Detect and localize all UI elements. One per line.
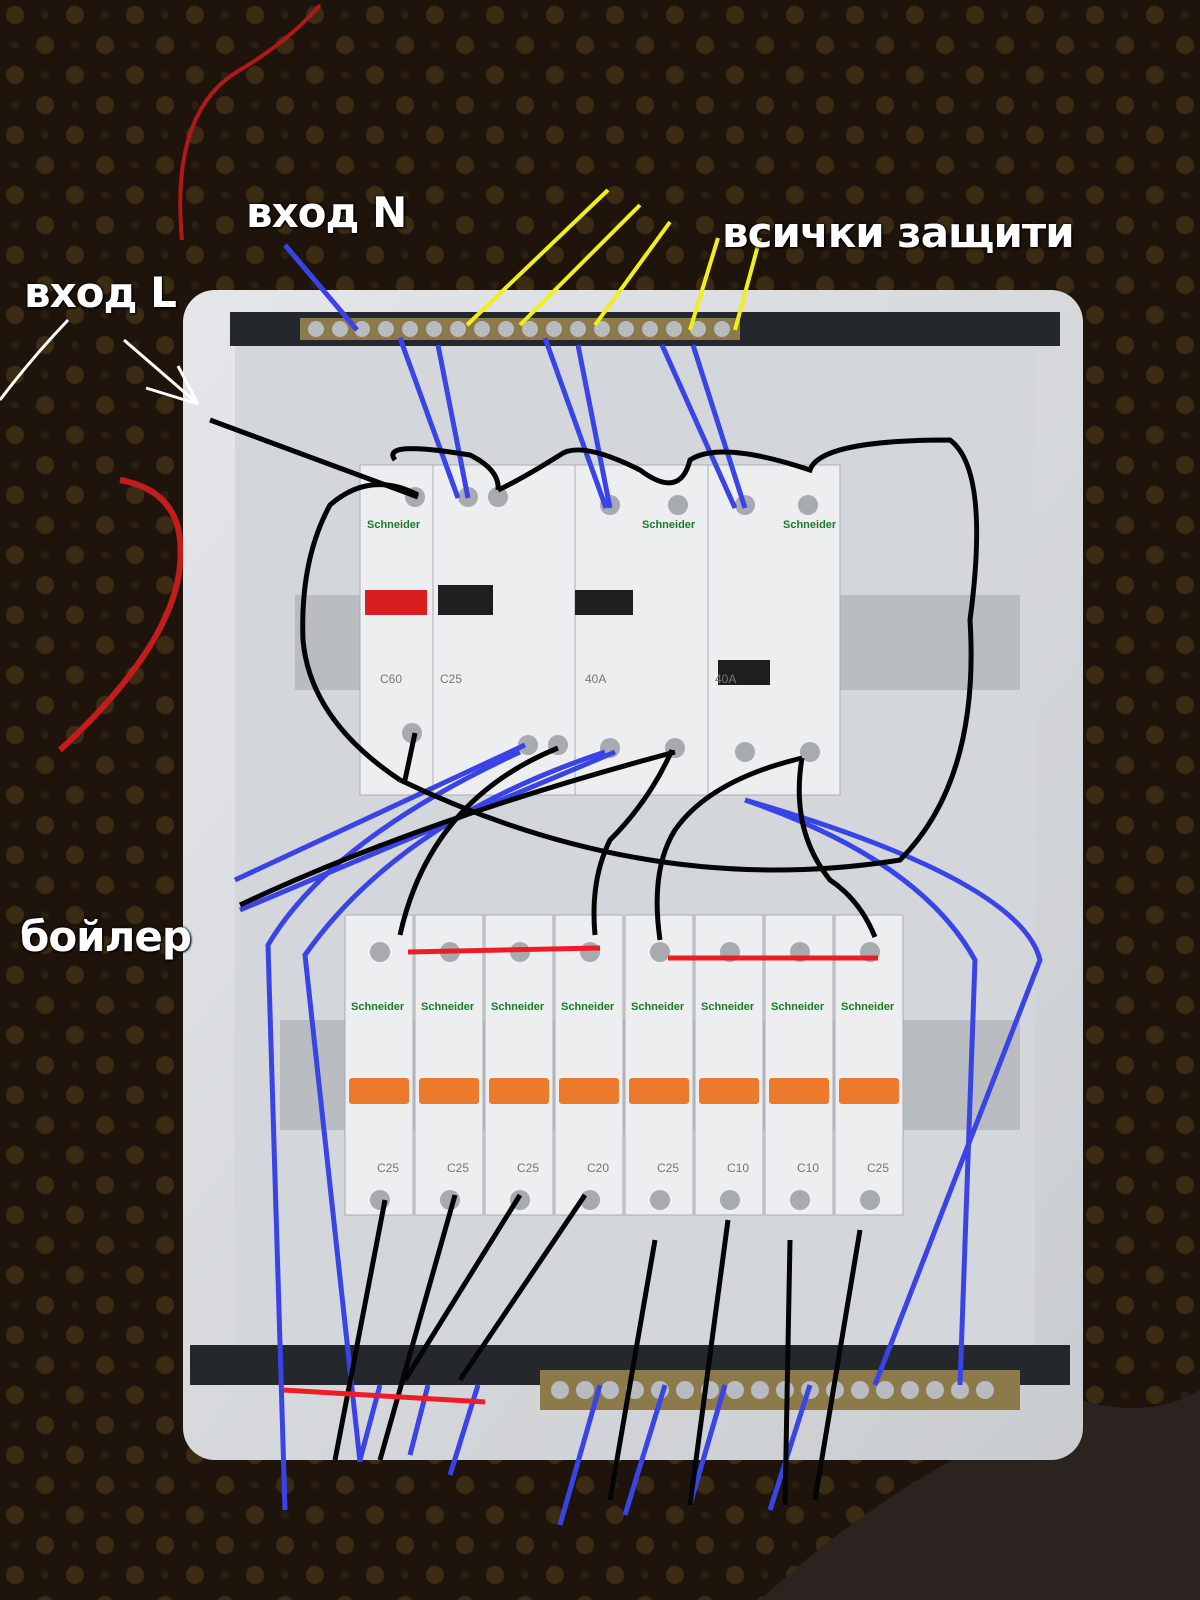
red-wire-top	[178, 3, 322, 241]
breaker-rating: C10	[727, 1161, 749, 1175]
breaker-rating: C10	[797, 1161, 819, 1175]
breaker-rating: C25	[867, 1161, 889, 1175]
breaker-brand: Schneider	[771, 1001, 825, 1013]
top-rating-4: 40A	[715, 672, 736, 686]
input-l-arrow	[0, 318, 200, 406]
red-wire-left	[57, 477, 184, 753]
neutral-wires	[233, 243, 1043, 1526]
breaker-brand: Schneider	[351, 1001, 405, 1013]
label-input-n: вход N	[246, 188, 407, 237]
breaker-brand: Schneider	[421, 1001, 475, 1013]
breaker-rating: C25	[657, 1161, 679, 1175]
breaker-rating: C25	[517, 1161, 539, 1175]
breaker-rating: C20	[587, 1161, 609, 1175]
top-terminal-screws	[308, 321, 730, 337]
breaker-brand: Schneider	[491, 1001, 545, 1013]
breaker-brand: Schneider	[701, 1001, 755, 1013]
phase-wires	[209, 417, 980, 1506]
top-devices: Schneider Schneider Schneider C60 C25 40…	[359, 464, 841, 796]
bridge-wires	[282, 945, 878, 1405]
breaker-brand: Schneider	[841, 1001, 895, 1013]
top-rating-1: C60	[380, 672, 402, 686]
breaker-row: SchneiderC25SchneiderC25SchneiderC25Schn…	[344, 914, 904, 1216]
label-all-protections: всички защити	[722, 208, 1075, 257]
top-rating-3: 40A	[585, 672, 606, 686]
brand-text-main: Schneider	[367, 519, 421, 531]
arm-shadow	[760, 1390, 1200, 1600]
label-input-l: вход L	[24, 268, 177, 317]
label-boiler: бойлер	[20, 912, 192, 961]
brand-text-rcd1: Schneider	[642, 519, 696, 531]
top-rating-2: C25	[440, 672, 462, 686]
breaker-rating: C25	[447, 1161, 469, 1175]
earth-wires	[465, 188, 762, 331]
breaker-brand: Schneider	[561, 1001, 615, 1013]
breaker-brand: Schneider	[631, 1001, 685, 1013]
brand-text-rcd2: Schneider	[783, 519, 837, 531]
breaker-rating: C25	[377, 1161, 399, 1175]
